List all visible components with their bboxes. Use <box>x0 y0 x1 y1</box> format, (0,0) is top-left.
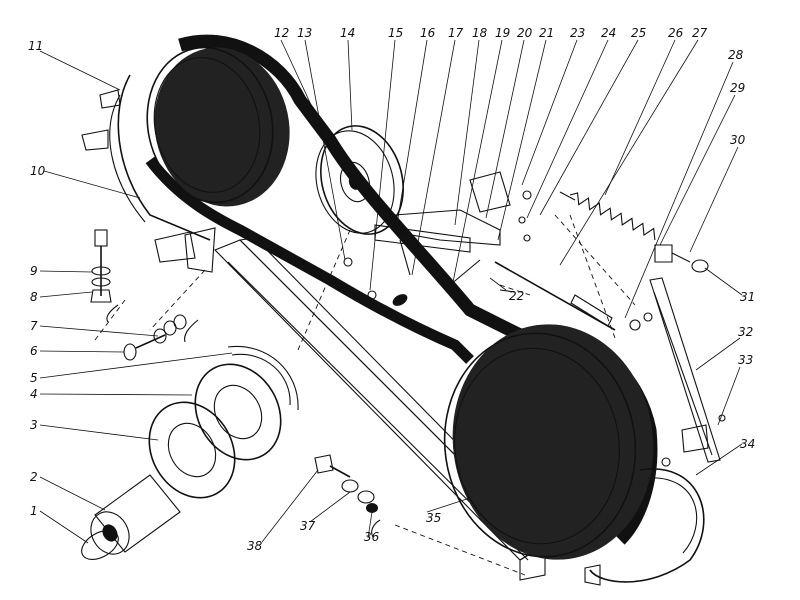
bracket-bar <box>649 277 726 467</box>
callout-31: 31 <box>740 290 755 304</box>
callout-24: 24 <box>601 26 616 40</box>
callout-25: 25 <box>631 26 646 40</box>
arc-mark <box>184 319 199 343</box>
callout-27: 27 <box>692 26 708 40</box>
lower-pulley <box>443 324 654 560</box>
bolt-9 <box>90 229 112 303</box>
callout-12: 12 <box>274 26 289 40</box>
upper-pulley <box>146 46 290 207</box>
bolt-6 <box>123 314 187 361</box>
callout-38: 38 <box>247 539 263 553</box>
bolt-38 <box>314 454 378 513</box>
assembly-line <box>297 229 351 351</box>
arc-mark <box>106 304 119 323</box>
arc-mark <box>371 519 381 538</box>
assembly-line <box>569 214 616 339</box>
assembly-line <box>94 299 126 341</box>
callout-32: 32 <box>738 325 753 339</box>
tension-spring <box>559 191 709 273</box>
callout-3: 3 <box>30 418 38 432</box>
callout-16: 16 <box>420 26 436 40</box>
callout-22: 22 <box>509 289 524 303</box>
callout-17: 17 <box>448 26 464 40</box>
callout-6: 6 <box>30 344 38 358</box>
callout-7: 7 <box>30 319 38 333</box>
callout-30: 30 <box>730 133 746 147</box>
callout-4: 4 <box>30 387 38 401</box>
shaft-assembly <box>81 345 299 560</box>
callout-23: 23 <box>570 26 585 40</box>
tensioner-pulley <box>315 125 404 300</box>
callout-37: 37 <box>300 519 316 533</box>
callout-8: 8 <box>30 290 38 304</box>
assembly-line <box>149 269 206 331</box>
lower-guard <box>584 468 705 586</box>
tension-lever <box>374 171 516 306</box>
callout-1: 1 <box>30 504 38 518</box>
callout-14: 14 <box>340 26 355 40</box>
callout-9: 9 <box>30 264 38 278</box>
callout-33: 33 <box>738 353 753 367</box>
leader-lines <box>39 39 743 544</box>
callout-20: 20 <box>517 26 533 40</box>
callout-34: 34 <box>740 437 755 451</box>
callout-35: 35 <box>426 511 441 525</box>
callout-26: 26 <box>668 26 684 40</box>
callout-11: 11 <box>28 39 43 53</box>
upper-guard <box>81 74 216 273</box>
callout-18: 18 <box>472 26 488 40</box>
adjust-rod <box>494 190 653 331</box>
callout-5: 5 <box>30 371 38 385</box>
callout-36: 36 <box>364 530 380 544</box>
callout-2: 2 <box>30 470 38 484</box>
callout-10: 10 <box>30 164 46 178</box>
callout-13: 13 <box>297 26 312 40</box>
callout-29: 29 <box>730 81 745 95</box>
callout-15: 15 <box>388 26 403 40</box>
assembly-line <box>554 214 636 306</box>
callout-labels: 1 2 3 4 5 6 7 8 9 10 11 12 13 14 15 16 1… <box>28 26 755 553</box>
callout-28: 28 <box>728 48 744 62</box>
callout-19: 19 <box>495 26 510 40</box>
callout-21: 21 <box>539 26 554 40</box>
